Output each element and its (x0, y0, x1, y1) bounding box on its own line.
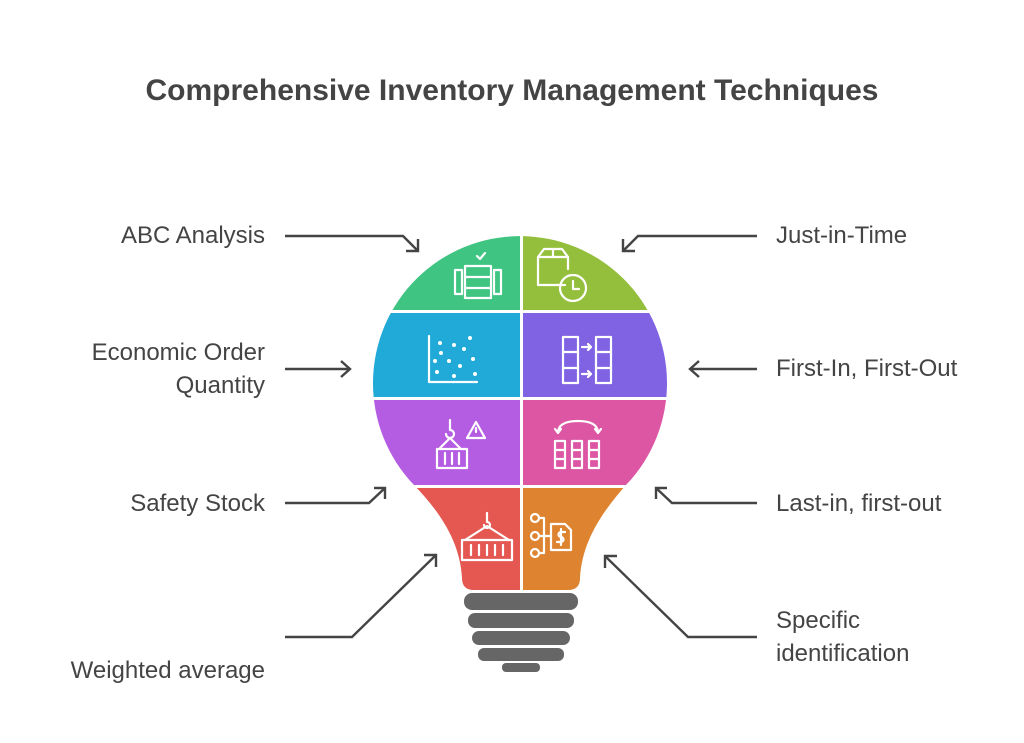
label-lifo: Last-in, first-out (776, 490, 942, 517)
bulb-base (464, 593, 578, 672)
box-clock-icon (536, 247, 588, 303)
arrow-weighted (285, 553, 438, 639)
scatter-plot-icon (427, 334, 479, 384)
arrow-lifo (654, 486, 757, 505)
segment-eoq (373, 313, 520, 397)
segment-jit (523, 236, 667, 310)
tag-dollar-icon (529, 512, 573, 559)
inventory-shelf-icon (453, 251, 503, 300)
arrow-eoq (285, 360, 352, 378)
segment-safety (373, 400, 520, 485)
container-crane-icon (460, 511, 514, 562)
arrow-abc (285, 234, 420, 253)
label-safety-stock: Safety Stock (130, 490, 265, 517)
segment-specific (523, 488, 667, 590)
segment-weighted (373, 488, 520, 590)
arrow-jit (621, 234, 757, 253)
label-just-in-time: Just-in-Time (776, 222, 908, 249)
container-warning-icon (435, 418, 487, 470)
segment-abc (373, 236, 520, 310)
transfer-columns-icon (561, 335, 613, 385)
arrow-fifo (688, 360, 757, 378)
label-abc-analysis: ABC Analysis (120, 222, 265, 249)
label-economic-order-quantity: Economic Order Quantity (91, 339, 265, 399)
label-specific-identification: Specific identification (776, 607, 910, 667)
segment-lifo (523, 400, 667, 485)
arrow-specific (603, 554, 757, 639)
arrow-safety (285, 486, 387, 505)
diagram-title: Comprehensive Inventory Management Techn… (145, 74, 879, 107)
label-weighted-average: Weighted average (70, 657, 265, 684)
rotate-columns-icon (553, 419, 603, 470)
segment-fifo (523, 313, 667, 397)
label-fifo: First-In, First-Out (776, 355, 958, 382)
